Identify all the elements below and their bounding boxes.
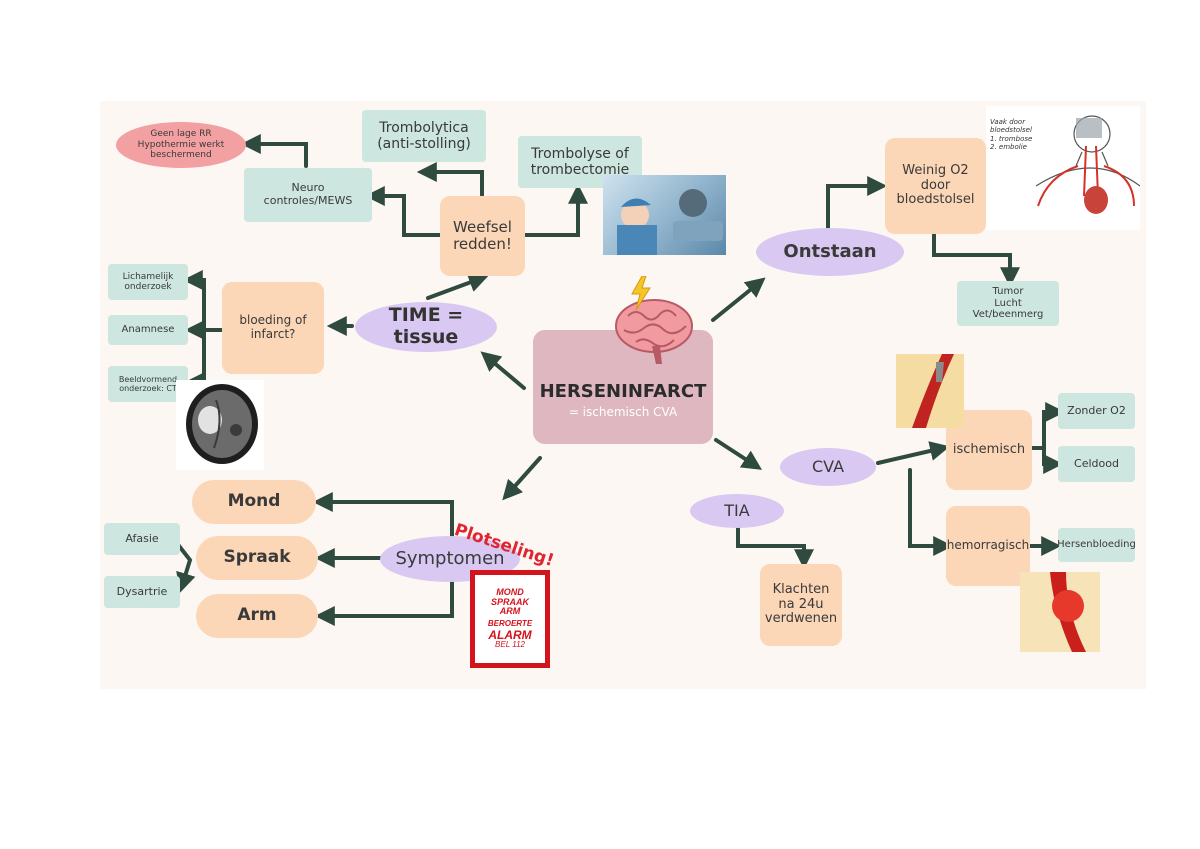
lichamelijk-onderzoek-node: Lichamelijk onderzoek	[108, 264, 188, 300]
arm-node: Arm	[196, 594, 318, 638]
hersenbloeding-node: Hersenbloeding	[1057, 528, 1136, 562]
ct-scan-image	[176, 380, 264, 470]
mond-node: Mond	[192, 480, 316, 524]
beeldvormend-onderzoek-node: Beeldvormend onderzoek: CT	[108, 366, 188, 402]
anamnese-node: Anamnese	[108, 315, 188, 345]
spraak-node: Spraak	[196, 536, 318, 580]
symptomen-node: Symptomen	[380, 536, 520, 582]
neuro-controles-node: Neuro controles/MEWS	[244, 168, 372, 222]
alarm-alarm: ALARM	[488, 627, 532, 642]
alarm-bel: BEL 112	[495, 640, 525, 650]
ontstaan-node: Ontstaan	[756, 228, 904, 276]
hemorrhagic-vessel-image	[1020, 572, 1100, 652]
alarm-beroerte: BEROERTE	[487, 619, 533, 629]
klachten-node: Klachten na 24u verdwenen	[760, 564, 842, 646]
alarm-arm: ARM	[499, 606, 521, 617]
anatomy-sketch: Vaak door bloedstolsel 1. trombose 2. em…	[986, 106, 1140, 230]
tumor-lucht-node: Tumor Lucht Vet/beenmerg	[957, 281, 1059, 326]
zonder-o2-node: Zonder O2	[1058, 393, 1135, 429]
celdood-node: Celdood	[1058, 446, 1135, 482]
weinig-o2-node: Weinig O2 door bloedstolsel	[885, 138, 986, 234]
tia-node: TIA	[690, 494, 784, 528]
alarm-mond: MOND	[496, 587, 524, 598]
trombectomie-photo	[603, 175, 726, 255]
center-subtitle: = ischemisch CVA	[568, 405, 678, 420]
bloeding-infarct-node: bloeding of infarct?	[222, 282, 324, 374]
lightning-icon	[631, 276, 651, 310]
sketch-note: Vaak door bloedstolsel 1. trombose 2. em…	[990, 118, 1033, 152]
time-tissue-node: TIME = tissue	[355, 302, 497, 352]
weefsel-redden-node: Weefsel redden!	[440, 196, 525, 276]
center-title: HERSENINFARCT	[539, 380, 707, 402]
hemorragisch-node: hemorragisch	[946, 506, 1030, 586]
ischemic-vessel-image	[896, 354, 964, 428]
beroerte-alarm-sign: MOND SPRAAK ARM BEROERTE ALARM BEL 112	[470, 570, 550, 668]
geen-lage-rr-node: Geen lage RR Hypothermie werkt bescherme…	[116, 122, 246, 168]
afasie-node: Afasie	[104, 523, 180, 555]
cva-node: CVA	[780, 448, 876, 486]
brain-icon	[615, 299, 693, 364]
dysartrie-node: Dysartrie	[104, 576, 180, 608]
trombolytica-node: Trombolytica (anti-stolling)	[362, 110, 486, 162]
center-node: HERSENINFARCT = ischemisch CVA	[533, 330, 713, 444]
alarm-spraak: SPRAAK	[490, 596, 529, 607]
